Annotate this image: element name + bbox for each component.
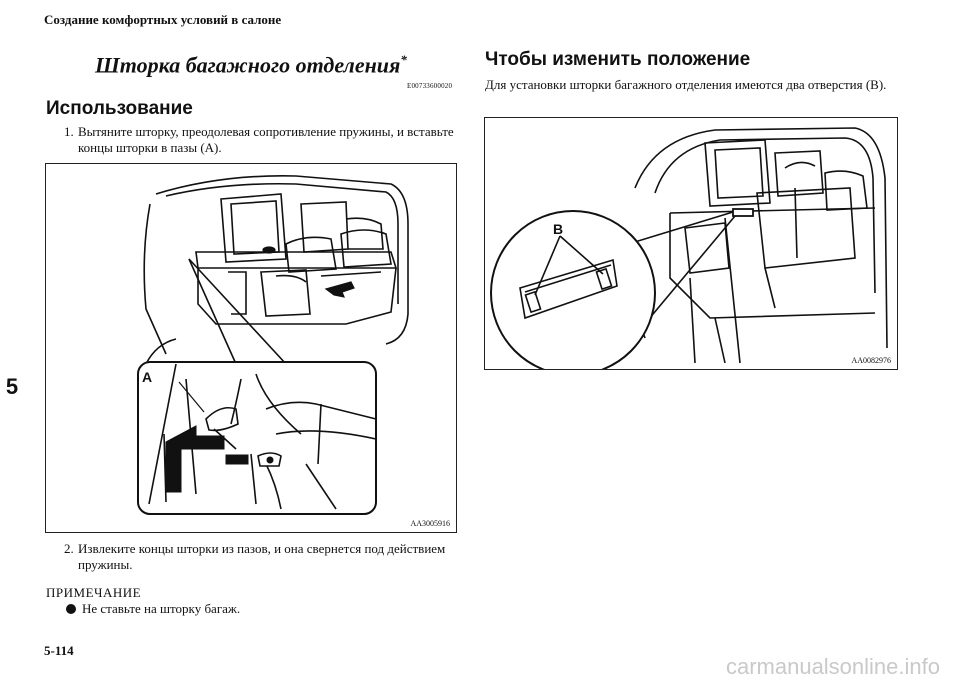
section-title: Шторка багажного отделения* <box>95 52 407 78</box>
step-1: 1. Вытяните шторку, преодолевая сопротив… <box>64 124 464 158</box>
note-item: Не ставьте на шторку багаж. <box>66 601 240 617</box>
section-title-text: Шторка багажного отделения <box>95 52 401 78</box>
step-text: Вытяните шторку, преодолевая сопротивлен… <box>78 124 454 155</box>
running-header: Создание комфортных условий в салоне <box>44 12 282 27</box>
note-heading: ПРИМЕЧАНИЕ <box>46 585 142 600</box>
callout-b: B <box>553 221 564 237</box>
note-text: Не ставьте на шторку багаж. <box>82 601 241 616</box>
watermark: carmanualsonline.info <box>725 654 940 679</box>
holes-illustration <box>490 127 888 376</box>
section-code: E00733600020 <box>407 82 453 90</box>
change-position-text: Для установки шторки багажного отделения… <box>485 77 887 92</box>
usage-heading: Использование <box>46 98 193 119</box>
section-asterisk: * <box>400 52 407 67</box>
figure-code: AA3005916 <box>410 519 450 528</box>
change-position-heading: Чтобы изменить положение <box>485 49 751 70</box>
chapter-tab: 5 <box>5 374 19 399</box>
step-number: 1. <box>64 124 74 139</box>
figure-code: AA0082976 <box>851 356 891 365</box>
page-number: 5-114 <box>44 643 74 658</box>
callout-a: A <box>142 369 153 385</box>
step-number: 2. <box>64 541 74 556</box>
holes-figure: B AA0082976 <box>484 117 898 376</box>
cargo-cover-figure: A AA3005916 <box>45 163 457 533</box>
step-2: 2. Извлеките концы шторки из пазов, и он… <box>64 541 464 575</box>
cargo-cover-illustration <box>137 175 409 515</box>
step-text: Извлеките концы шторки из пазов, и она с… <box>78 541 446 572</box>
bullet-icon <box>66 604 76 614</box>
